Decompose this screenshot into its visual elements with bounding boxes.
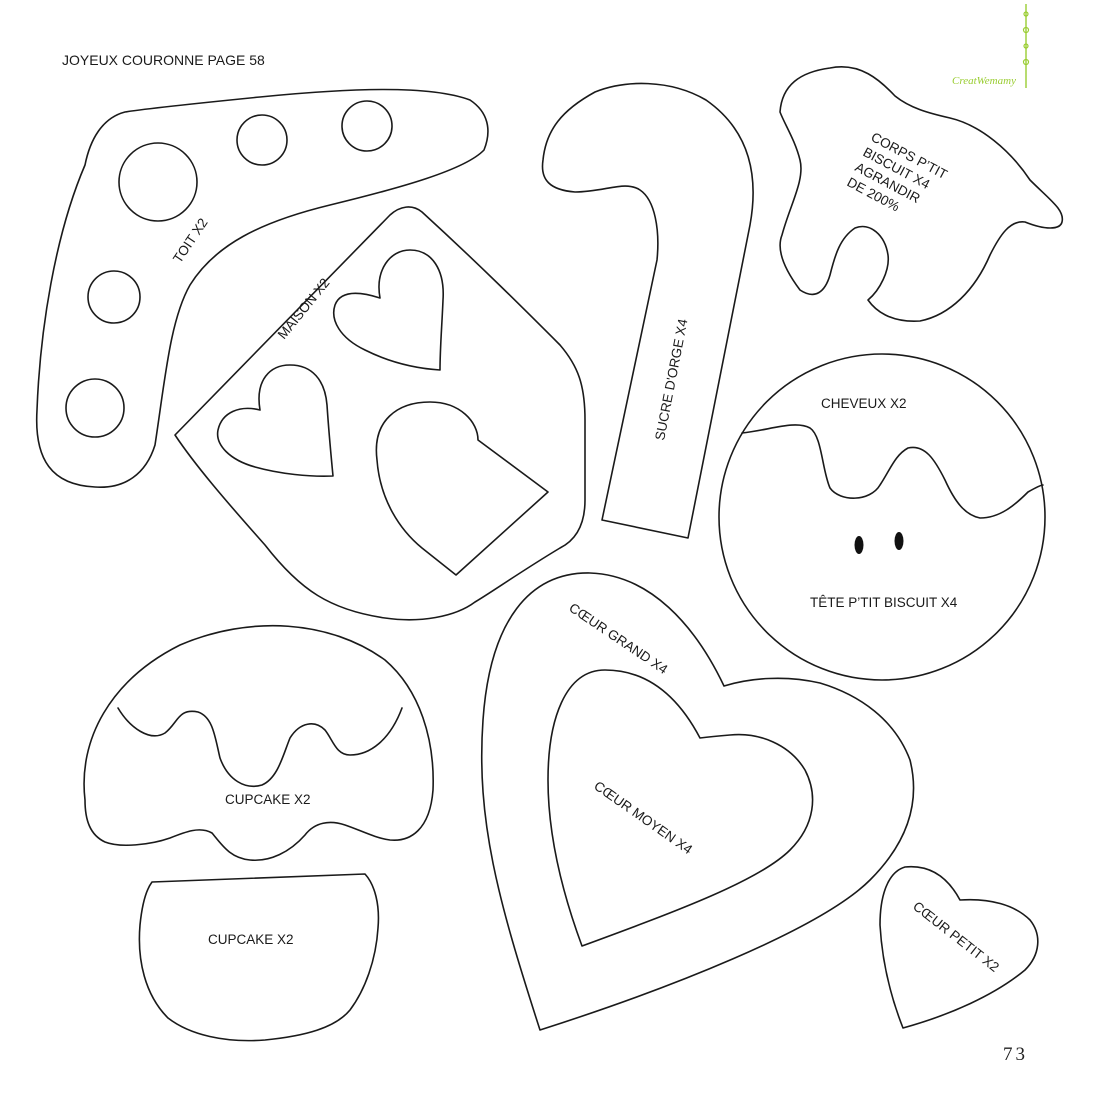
sucre-piece: SUCRE D'ORGE X4: [541, 82, 754, 539]
cupcake-top-piece: CUPCAKE X2: [83, 625, 434, 862]
coeur-moyen-label: CŒUR MOYEN X4: [591, 778, 695, 857]
cupcake-bottom-piece: CUPCAKE X2: [138, 873, 380, 1042]
maison-label: MAISON X2: [275, 275, 333, 342]
cheveux-label: CHEVEUX X2: [821, 396, 907, 411]
page-number: 73: [1003, 1044, 1028, 1065]
cupcake-top-label: CUPCAKE X2: [225, 792, 311, 807]
coeur-grand-piece: CŒUR GRAND X4: [480, 572, 915, 1031]
coeur-petit-piece: CŒUR PETIT X2: [879, 865, 1039, 1029]
brand-logo: CreatWemamy: [952, 4, 1030, 88]
eye-left: [854, 536, 864, 554]
toit-piece: TOIT X2: [35, 88, 489, 488]
eye-right: [894, 532, 904, 550]
tete-piece: CHEVEUX X2 TÊTE P’TIT BISCUIT X4: [718, 353, 1046, 681]
coeur-moyen-piece: CŒUR MOYEN X4: [547, 669, 814, 947]
corps-piece: CORPS P’TIT BISCUIT X4 AGRANDIR DE 200%: [779, 66, 1064, 322]
toit-label: TOIT X2: [170, 215, 211, 265]
maison-piece: MAISON X2: [174, 206, 586, 621]
tete-label: TÊTE P’TIT BISCUIT X4: [810, 595, 958, 610]
brand-name: CreatWemamy: [952, 75, 1016, 87]
cupcake-bottom-label: CUPCAKE X2: [208, 932, 294, 947]
sucre-label: SUCRE D'ORGE X4: [652, 317, 690, 441]
page-title: JOYEUX COURONNE PAGE 58: [62, 52, 265, 68]
coeur-grand-label: CŒUR GRAND X4: [566, 600, 671, 677]
coeur-petit-label: CŒUR PETIT X2: [910, 899, 1002, 975]
